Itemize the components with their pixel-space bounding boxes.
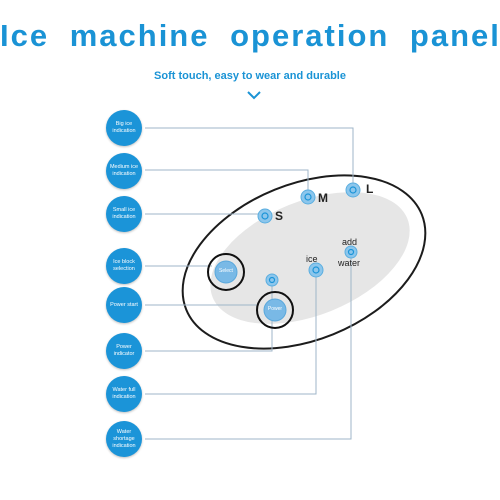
connector-medium-ice — [145, 169, 309, 197]
indicator-medium-ice: Medium ice indication — [106, 153, 142, 189]
indicator-water-shortage: Water shortage indication — [106, 421, 142, 457]
power-button-label: Power — [267, 306, 283, 312]
indicator-power-indicator: Power indicator — [106, 333, 142, 369]
panel-inner-surface — [210, 192, 410, 324]
power-button-ring — [256, 291, 294, 329]
select-button-ring — [207, 253, 245, 291]
chevron-down-icon — [247, 91, 261, 100]
connector-water-shortage — [145, 250, 352, 440]
size-medium-label: M — [318, 191, 328, 205]
led-add-water — [344, 245, 358, 259]
led-small — [257, 208, 273, 224]
select-button — [214, 260, 238, 284]
power-button — [263, 298, 287, 322]
led-ice — [308, 262, 324, 278]
ice-label: ice — [306, 254, 318, 264]
add-water-label-line1: add — [342, 237, 358, 247]
indicator-small-ice: Small ice indication — [106, 196, 142, 232]
indicator-power-start: Power start — [106, 287, 142, 323]
select-button-label: Select — [219, 268, 233, 274]
indicator-big-ice: Big ice indication — [106, 110, 142, 146]
size-small-label: S — [275, 209, 284, 223]
page-title: Ice machine operation panel — [0, 18, 500, 53]
connector-water-full — [145, 270, 317, 395]
indicator-water-full: Water full indication — [106, 376, 142, 412]
page-subtitle: Soft touch, easy to wear and durable — [154, 70, 346, 82]
connector-big-ice — [145, 127, 354, 188]
size-large-label: L — [366, 182, 374, 196]
led-power — [265, 273, 279, 287]
indicator-ice-block: Ice block selection — [106, 248, 142, 284]
led-medium — [300, 189, 316, 205]
add-water-label-line2: water — [338, 258, 361, 268]
led-large — [345, 182, 361, 198]
